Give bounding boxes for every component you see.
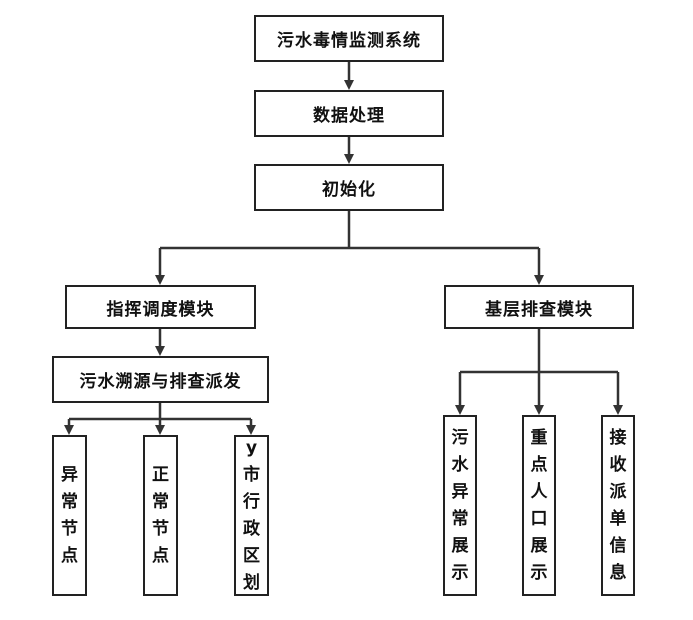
vertical-char: 节 (152, 518, 169, 539)
leaf-abnormal-node-label: 异常节点 (61, 462, 78, 570)
vertical-char: 点 (152, 545, 169, 566)
arrowhead-icon (64, 425, 74, 435)
arrowhead-icon (455, 405, 465, 415)
vertical-char: 派 (609, 481, 627, 502)
vertical-char: y (245, 437, 258, 458)
arrowhead-icon (344, 154, 354, 164)
arrowhead-icon (534, 275, 544, 285)
vertical-char: 常 (152, 491, 169, 512)
vertical-char: 示 (451, 562, 469, 583)
node-data-processing: 数据处理 (254, 90, 444, 137)
leaf-normal-node-label: 正常节点 (152, 462, 169, 570)
vertical-char: 收 (609, 454, 627, 475)
node-grassroots-module: 基层排查模块 (444, 285, 634, 329)
vertical-char: 展 (530, 535, 548, 556)
node-trace-dispatch-label: 污水溯源与排查派发 (79, 372, 242, 392)
leaf-abnormal-node: 异常节点 (52, 435, 87, 596)
vertical-char: 信 (609, 535, 627, 556)
vertical-char: 点 (61, 545, 78, 566)
vertical-char: 常 (61, 491, 78, 512)
arrowhead-icon (613, 405, 623, 415)
vertical-char: 异 (451, 481, 469, 502)
leaf-sewage-anomaly-display-label: 污水异常展示 (452, 425, 469, 587)
arrowhead-icon (155, 425, 165, 435)
arrowhead-icon (155, 275, 165, 285)
vertical-char: 常 (451, 508, 469, 529)
vertical-char: 区 (243, 545, 260, 566)
vertical-char: 划 (243, 572, 260, 593)
node-grassroots-module-label: 基层排查模块 (485, 299, 593, 320)
arrowhead-icon (155, 346, 165, 356)
node-command-module: 指挥调度模块 (65, 285, 256, 329)
vertical-char: 行 (243, 491, 260, 512)
vertical-char: 口 (530, 508, 548, 529)
vertical-char: 展 (451, 535, 469, 556)
vertical-char: 水 (451, 454, 469, 475)
vertical-char: 污 (451, 427, 469, 448)
node-init: 初始化 (254, 164, 444, 211)
node-data-processing-label: 数据处理 (313, 106, 385, 126)
node-root: 污水毒情监测系统 (254, 15, 444, 62)
arrowhead-icon (534, 405, 544, 415)
vertical-char: 重 (530, 427, 548, 448)
vertical-char: 异 (61, 464, 78, 485)
leaf-receive-dispatch-info: 接收派单信息 (601, 415, 635, 596)
vertical-char: 政 (243, 518, 260, 539)
vertical-char: 节 (61, 518, 78, 539)
node-root-label: 污水毒情监测系统 (277, 31, 421, 51)
node-command-module-label: 指挥调度模块 (106, 299, 215, 320)
vertical-char: 人 (530, 481, 548, 502)
leaf-key-population-display-label: 重点人口展示 (531, 425, 548, 587)
leaf-key-population-display: 重点人口展示 (522, 415, 556, 596)
vertical-char: 点 (530, 454, 548, 475)
arrowhead-icon (246, 425, 256, 435)
node-init-label: 初始化 (322, 180, 376, 200)
vertical-char: 市 (243, 464, 260, 485)
vertical-char: 正 (152, 464, 169, 485)
leaf-sewage-anomaly-display: 污水异常展示 (443, 415, 477, 596)
leaf-normal-node: 正常节点 (143, 435, 178, 596)
vertical-char: 息 (609, 562, 627, 583)
vertical-char: 示 (530, 562, 548, 583)
arrowhead-icon (344, 80, 354, 90)
leaf-receive-dispatch-info-label: 接收派单信息 (610, 425, 627, 587)
node-trace-dispatch: 污水溯源与排查派发 (52, 356, 269, 403)
vertical-char: 接 (609, 427, 627, 448)
vertical-char: 单 (609, 508, 627, 529)
